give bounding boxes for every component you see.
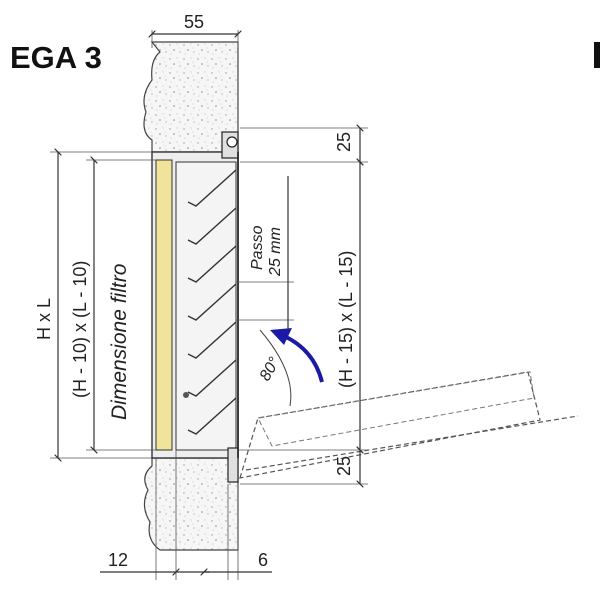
dim-bottom-offset-label: 25 xyxy=(334,456,354,476)
rotation-arrow xyxy=(283,334,324,383)
louver-slat xyxy=(187,359,237,397)
dim-inner-size xyxy=(238,162,368,450)
louver-slat xyxy=(187,245,237,283)
wall-lower xyxy=(143,457,239,551)
dim-right-bottom-label: 6 xyxy=(258,550,268,570)
pitch-label: Passo xyxy=(249,225,266,270)
wall-upper xyxy=(143,41,239,153)
dim-top-offset xyxy=(240,128,368,162)
diagram-title: EGA 3 xyxy=(10,40,102,75)
dim-inner-size-label: (H - 15) x (L - 15) xyxy=(336,251,356,388)
louver-slat xyxy=(187,169,237,207)
dim-left-bottom-label: 12 xyxy=(108,550,128,570)
rotation-arrowhead xyxy=(270,328,292,345)
dim-pitch xyxy=(236,176,294,330)
filter-panel xyxy=(155,159,173,451)
dim-filter-label: (H - 10) x (L - 10) xyxy=(70,261,90,398)
pivot-pin xyxy=(183,392,189,398)
dim-right-bottom xyxy=(204,484,272,580)
louver-slat xyxy=(187,207,237,245)
open-grille xyxy=(239,371,579,479)
dim-top-offset-label: 25 xyxy=(334,132,354,152)
dim-bottom-offset xyxy=(240,450,368,484)
dim-top-width-label: 55 xyxy=(184,12,204,32)
inner-frame xyxy=(175,161,237,451)
dim-filter xyxy=(86,160,156,450)
pitch-value: 25 mm xyxy=(267,227,284,277)
dim-overall xyxy=(50,152,152,458)
louver-slats xyxy=(187,169,237,435)
louver-slat xyxy=(187,321,237,359)
filter-caption: Dimensione filtro xyxy=(108,263,131,420)
bottom-clip xyxy=(227,447,239,483)
dim-overall-label: H x L xyxy=(34,298,54,340)
edge-mark xyxy=(594,42,600,68)
louver-slat xyxy=(187,397,237,435)
dim-top-width xyxy=(152,30,238,48)
top-clip-screw xyxy=(226,136,238,148)
angle-arc xyxy=(259,329,292,407)
louver-slat xyxy=(187,283,237,321)
